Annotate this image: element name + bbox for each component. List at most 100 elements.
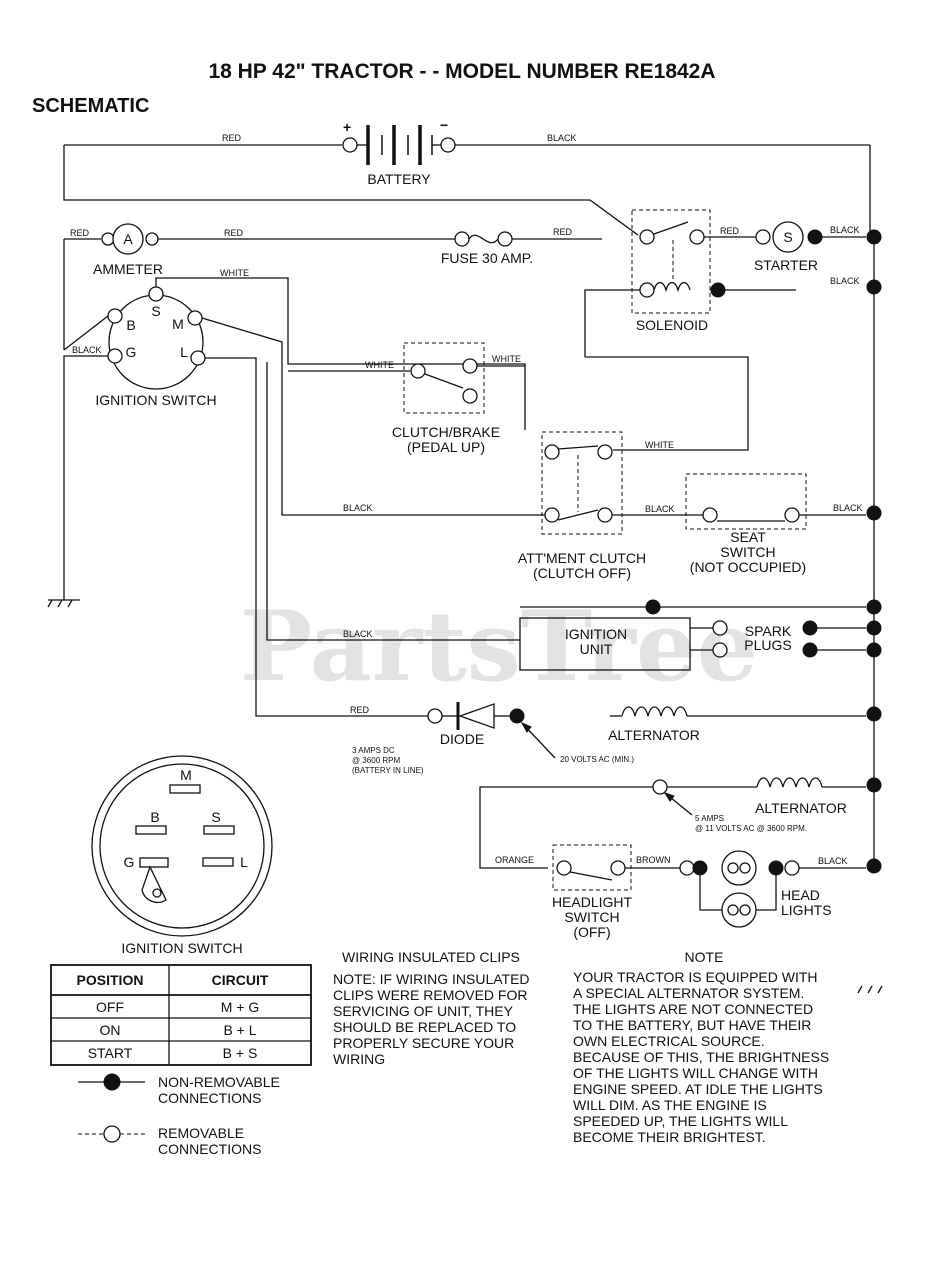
head-lights: BLACK HEAD LIGHTS (679, 850, 866, 928)
ignition-switch-detail: M B S G L IGNITION SWITCH (91, 755, 273, 956)
alternator-note: NOTE YOUR TRACTOR IS EQUIPPED WITH A SPE… (573, 949, 829, 1145)
headlight-switch-label-1: HEADLIGHT (552, 894, 633, 910)
wire-label-brown: BROWN (636, 855, 671, 865)
starter-symbol: S (783, 229, 792, 245)
clutch-brake-label-2: (PEDAL UP) (407, 439, 485, 455)
alternator1-rating: 20 VOLTS AC (MIN.) (560, 755, 634, 764)
wire-label-red-diode: RED (350, 705, 370, 715)
ignition-switch-label: IGNITION SWITCH (95, 392, 216, 408)
wire-label-white-clutch-out: WHITE (492, 354, 521, 364)
fuse: FUSE 30 AMP. (441, 231, 533, 266)
starter-label: STARTER (754, 257, 818, 273)
spark-plugs-label-2: PLUGS (744, 637, 791, 653)
ammeter: A AMMETER RED RED (63, 223, 244, 350)
detail-terminal-M: M (180, 767, 192, 783)
detail-terminal-L: L (240, 854, 248, 870)
clutch-brake-switch: WHITE WHITE CLUTCH/BRAKE (PEDAL UP) (288, 342, 525, 455)
alternator2-rating-2: @ 11 VOLTS AC @ 3600 RPM. (695, 824, 807, 833)
terminal-M: M (172, 316, 184, 332)
legend-non-removable-2: CONNECTIONS (158, 1090, 261, 1106)
spark-plugs-label-1: SPARK (745, 623, 792, 639)
wire-label-red-fuse: RED (553, 227, 573, 237)
legend-removable-1: REMOVABLE (158, 1125, 244, 1141)
diode-label: DIODE (440, 731, 484, 747)
note-line: SPEEDED UP, THE LIGHTS WILL (573, 1113, 788, 1129)
ammeter-symbol: A (123, 231, 133, 247)
wire-label-black-battery: BLACK (547, 133, 577, 143)
page-title: 18 HP 42" TRACTOR - - MODEL NUMBER RE184… (208, 60, 715, 83)
diode-rating-1: 3 AMPS DC (352, 746, 395, 755)
seat-switch: SEAT SWITCH (NOT OCCUPIED) (685, 473, 807, 575)
ignition-unit: IGNITION UNIT BLACK (343, 599, 866, 671)
alternator2-rating-1: 5 AMPS (695, 814, 724, 823)
table-cell: OFF (96, 999, 124, 1015)
legend-non-removable-1: NON-REMOVABLE (158, 1074, 280, 1090)
wire-label-black-headlights: BLACK (818, 856, 848, 866)
alternator-2: ALTERNATOR 5 AMPS @ 11 VOLTS AC @ 3600 R… (479, 777, 866, 869)
note-line: A SPECIAL ALTERNATOR SYSTEM. (573, 985, 804, 1001)
wire-label-orange: ORANGE (495, 855, 534, 865)
wiring-clips-line: NOTE: IF WIRING INSULATED (333, 971, 530, 987)
watermark: PartsTree (240, 590, 758, 703)
diode-rating-3: (BATTERY IN LINE) (352, 766, 424, 775)
head-lights-label-2: LIGHTS (781, 902, 832, 918)
table-cell: B + S (223, 1045, 258, 1061)
wire-label-white-clutch-in: WHITE (365, 360, 394, 370)
note-title: NOTE (685, 949, 724, 965)
headlight-switch: ORANGE BROWN HEADLIGHT SWITCH (OFF) (495, 844, 671, 940)
battery-label: BATTERY (367, 171, 431, 187)
table-header-circuit: CIRCUIT (212, 972, 269, 988)
spark-plugs: SPARK PLUGS (744, 620, 866, 658)
terminal-L: L (180, 344, 188, 360)
chassis-ground (47, 599, 80, 608)
ground-bus-right: BLACK (830, 229, 882, 874)
wire-label-red-ammeter-right: RED (224, 228, 244, 238)
table-header-position: POSITION (77, 972, 144, 988)
table-cell: ON (100, 1022, 121, 1038)
ground-marks-right (857, 985, 883, 994)
solenoid: SOLENOID (631, 209, 726, 333)
attment-clutch-label-2: (CLUTCH OFF) (533, 565, 631, 581)
battery: + − BATTERY RED BLACK (64, 117, 870, 187)
note-line: TO THE BATTERY, BUT HAVE THEIR (573, 1017, 811, 1033)
table-cell: B + L (223, 1022, 256, 1038)
ignition-unit-label-1: IGNITION (565, 626, 627, 642)
fuse-label: FUSE 30 AMP. (441, 250, 533, 266)
legend: NON-REMOVABLE CONNECTIONS REMOVABLE CONN… (78, 1073, 280, 1157)
wiring-clips-note: WIRING INSULATED CLIPS NOTE: IF WIRING I… (333, 949, 530, 1067)
wire-label-black-seat-out: BLACK (833, 503, 863, 513)
attment-clutch-switch: ATT'MENT CLUTCH (CLUTCH OFF) (518, 431, 646, 581)
headlight-switch-label-2: SWITCH (564, 909, 619, 925)
table-cell: START (88, 1045, 133, 1061)
starter: S STARTER (754, 221, 823, 273)
attment-clutch-label-1: ATT'MENT CLUTCH (518, 550, 646, 566)
detail-terminal-G: G (124, 854, 135, 870)
alternator-1: ALTERNATOR (608, 706, 866, 743)
note-line: YOUR TRACTOR IS EQUIPPED WITH (573, 969, 818, 985)
wire-label-white-attment: WHITE (645, 440, 674, 450)
wire-label-red-ammeter-left: RED (70, 228, 90, 238)
wiring-clips-title: WIRING INSULATED CLIPS (342, 949, 520, 965)
battery-minus: − (440, 117, 448, 133)
note-line: OWN ELECTRICAL SOURCE. (573, 1033, 765, 1049)
alternator1-label: ALTERNATOR (608, 727, 700, 743)
note-line: BECAUSE OF THIS, THE BRIGHTNESS (573, 1049, 829, 1065)
ignition-position-table: POSITION CIRCUIT OFF M + G ON B + L STAR… (50, 964, 312, 1066)
table-cell: M + G (221, 999, 260, 1015)
wire-label-black-solenoid-ground: BLACK (830, 276, 860, 286)
wiring-clips-line: WIRING (333, 1051, 385, 1067)
wiring-clips-line: SHOULD BE REPLACED TO (333, 1019, 516, 1035)
detail-terminal-S: S (211, 809, 220, 825)
wiring-clips-line: SERVICING OF UNIT, THEY (333, 1003, 514, 1019)
detail-terminal-B: B (150, 809, 159, 825)
seat-switch-label-2: SWITCH (720, 544, 775, 560)
wiring-clips-line: PROPERLY SECURE YOUR (333, 1035, 514, 1051)
clutch-brake-label-1: CLUTCH/BRAKE (392, 424, 500, 440)
wire-label-black-ign-b: BLACK (343, 503, 373, 513)
terminal-S: S (151, 303, 160, 319)
alternator2-label: ALTERNATOR (755, 800, 847, 816)
wire-label-red-battery: RED (222, 133, 242, 143)
note-line: WILL DIM. AS THE ENGINE IS (573, 1097, 767, 1113)
note-line: BECOME THEIR BRIGHTEST. (573, 1129, 766, 1145)
wire-label-red-solenoid: RED (720, 226, 740, 236)
